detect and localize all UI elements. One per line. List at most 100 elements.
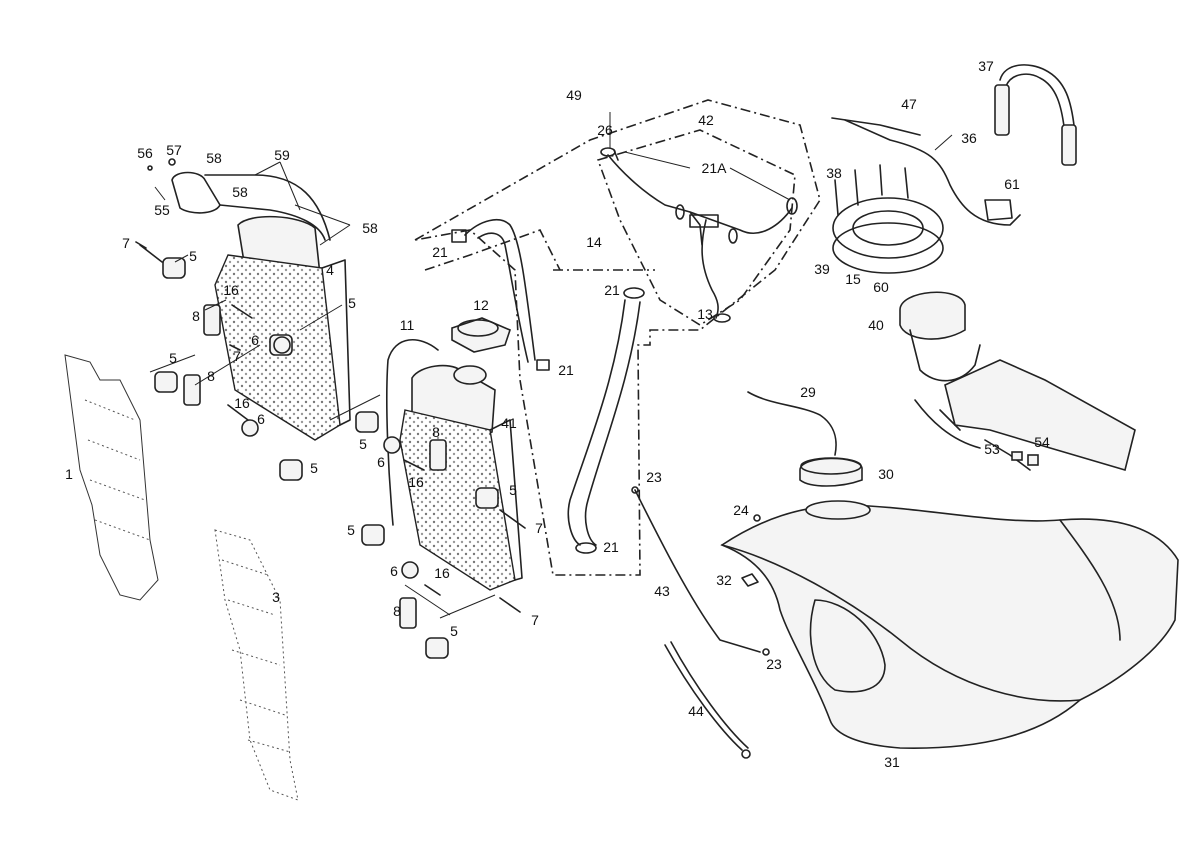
hose-clamp	[675, 204, 685, 220]
callout-32: 32	[716, 572, 732, 588]
gasket-39	[832, 222, 944, 274]
callout-7: 7	[531, 612, 539, 628]
callout-39: 39	[814, 261, 830, 277]
tank-filler-ring	[805, 500, 871, 520]
connector-61	[984, 199, 1013, 221]
fuel-tank-opening	[809, 599, 886, 693]
callout-60: 60	[873, 279, 889, 295]
tube-11	[386, 338, 439, 526]
callout-23: 23	[646, 469, 662, 485]
callout-14: 14	[586, 234, 602, 250]
callout-53: 53	[984, 441, 1000, 457]
hose-59	[204, 174, 331, 241]
hose-assembly-outline	[414, 99, 821, 576]
callout-61: 61	[1004, 176, 1020, 192]
callout-21: 21	[432, 244, 448, 260]
callout-7: 7	[233, 348, 241, 364]
hose-21-lower	[567, 299, 641, 546]
callout-21: 21	[603, 539, 619, 555]
callout-5: 5	[347, 522, 355, 538]
nut-32	[741, 573, 759, 587]
callout-47: 47	[901, 96, 917, 112]
callout-11: 11	[399, 317, 415, 333]
callout-31: 31	[884, 754, 900, 770]
callout-44: 44	[688, 703, 704, 719]
fuel-tank-contour	[721, 519, 1121, 702]
radiator-right-side	[489, 419, 523, 581]
callout-59: 59	[274, 147, 290, 163]
strap-end	[1061, 124, 1077, 166]
vent-hose-29	[747, 391, 837, 456]
hose-assembly-outline-inner2	[596, 129, 796, 326]
fuel-cap-30	[799, 457, 863, 487]
fuel-pump-strainer	[914, 399, 981, 449]
hose-clamp	[600, 147, 616, 157]
callout-5: 5	[189, 248, 197, 264]
callout-55: 55	[154, 202, 170, 218]
fuel-pump-wires	[984, 439, 1031, 471]
clip-57	[168, 158, 176, 166]
fuel-pump-body	[909, 329, 981, 382]
callout-6: 6	[377, 454, 385, 470]
hose-21a	[607, 149, 793, 319]
callout-21a: 21A	[701, 160, 727, 176]
hose-clamp	[728, 228, 738, 244]
radiator-guard-3	[214, 529, 299, 801]
callout-7: 7	[122, 235, 130, 251]
callout-13: 13	[697, 306, 713, 322]
bolts	[135, 241, 526, 613]
callout-58: 58	[206, 150, 222, 166]
callout-5: 5	[348, 295, 356, 311]
callout-41: 41	[501, 415, 517, 431]
strap-37	[999, 64, 1076, 161]
radiator-guard-3-slats	[221, 559, 291, 753]
callout-29: 29	[800, 384, 816, 400]
callout-21: 21	[558, 362, 574, 378]
strap-end	[994, 84, 1010, 136]
callout-23: 23	[766, 656, 782, 672]
fuel-tank-31	[720, 504, 1179, 749]
callout-5: 5	[310, 460, 318, 476]
callout-43: 43	[654, 583, 670, 599]
tube-43	[634, 489, 761, 653]
radiator-left-side	[321, 259, 351, 426]
callout-8: 8	[393, 603, 401, 619]
callout-5: 5	[169, 350, 177, 366]
pump-flange-inner	[852, 210, 924, 246]
callout-15: 15	[845, 271, 861, 287]
radiator-guard-1-slats	[84, 399, 151, 541]
fuel-hose-36	[844, 119, 1021, 226]
callout-16: 16	[234, 395, 250, 411]
tube-end	[762, 648, 770, 656]
fuel-cap-top	[800, 457, 862, 475]
callout-16: 16	[223, 282, 239, 298]
fuel-pump-40	[899, 291, 966, 340]
hose-21-upper	[464, 219, 536, 363]
radiator-guard-1	[64, 354, 159, 601]
hose-clamp	[713, 313, 731, 323]
radiator-cap	[451, 317, 511, 353]
callout-4: 4	[326, 262, 334, 278]
washers	[241, 336, 419, 579]
callout-38: 38	[826, 165, 842, 181]
callout-16: 16	[434, 565, 450, 581]
hose-clamp	[623, 287, 645, 299]
callout-8: 8	[207, 368, 215, 384]
filler-neck	[453, 365, 487, 385]
callout-58: 58	[362, 220, 378, 236]
callout-1: 1	[65, 466, 73, 482]
callout-3: 3	[272, 589, 280, 605]
tube-end	[631, 486, 639, 494]
callout-21: 21	[604, 282, 620, 298]
callout-16: 16	[408, 474, 424, 490]
brackets	[183, 304, 447, 629]
radiator-cap-top	[457, 319, 499, 337]
connector-53	[1011, 451, 1023, 461]
callout-6: 6	[390, 563, 398, 579]
callout-8: 8	[432, 424, 440, 440]
callout-40: 40	[868, 317, 884, 333]
hose-assembly-outline-inner	[424, 229, 561, 271]
fuel-pump-motor	[944, 359, 1136, 472]
callout-58: 58	[232, 184, 248, 200]
callout-8: 8	[192, 308, 200, 324]
